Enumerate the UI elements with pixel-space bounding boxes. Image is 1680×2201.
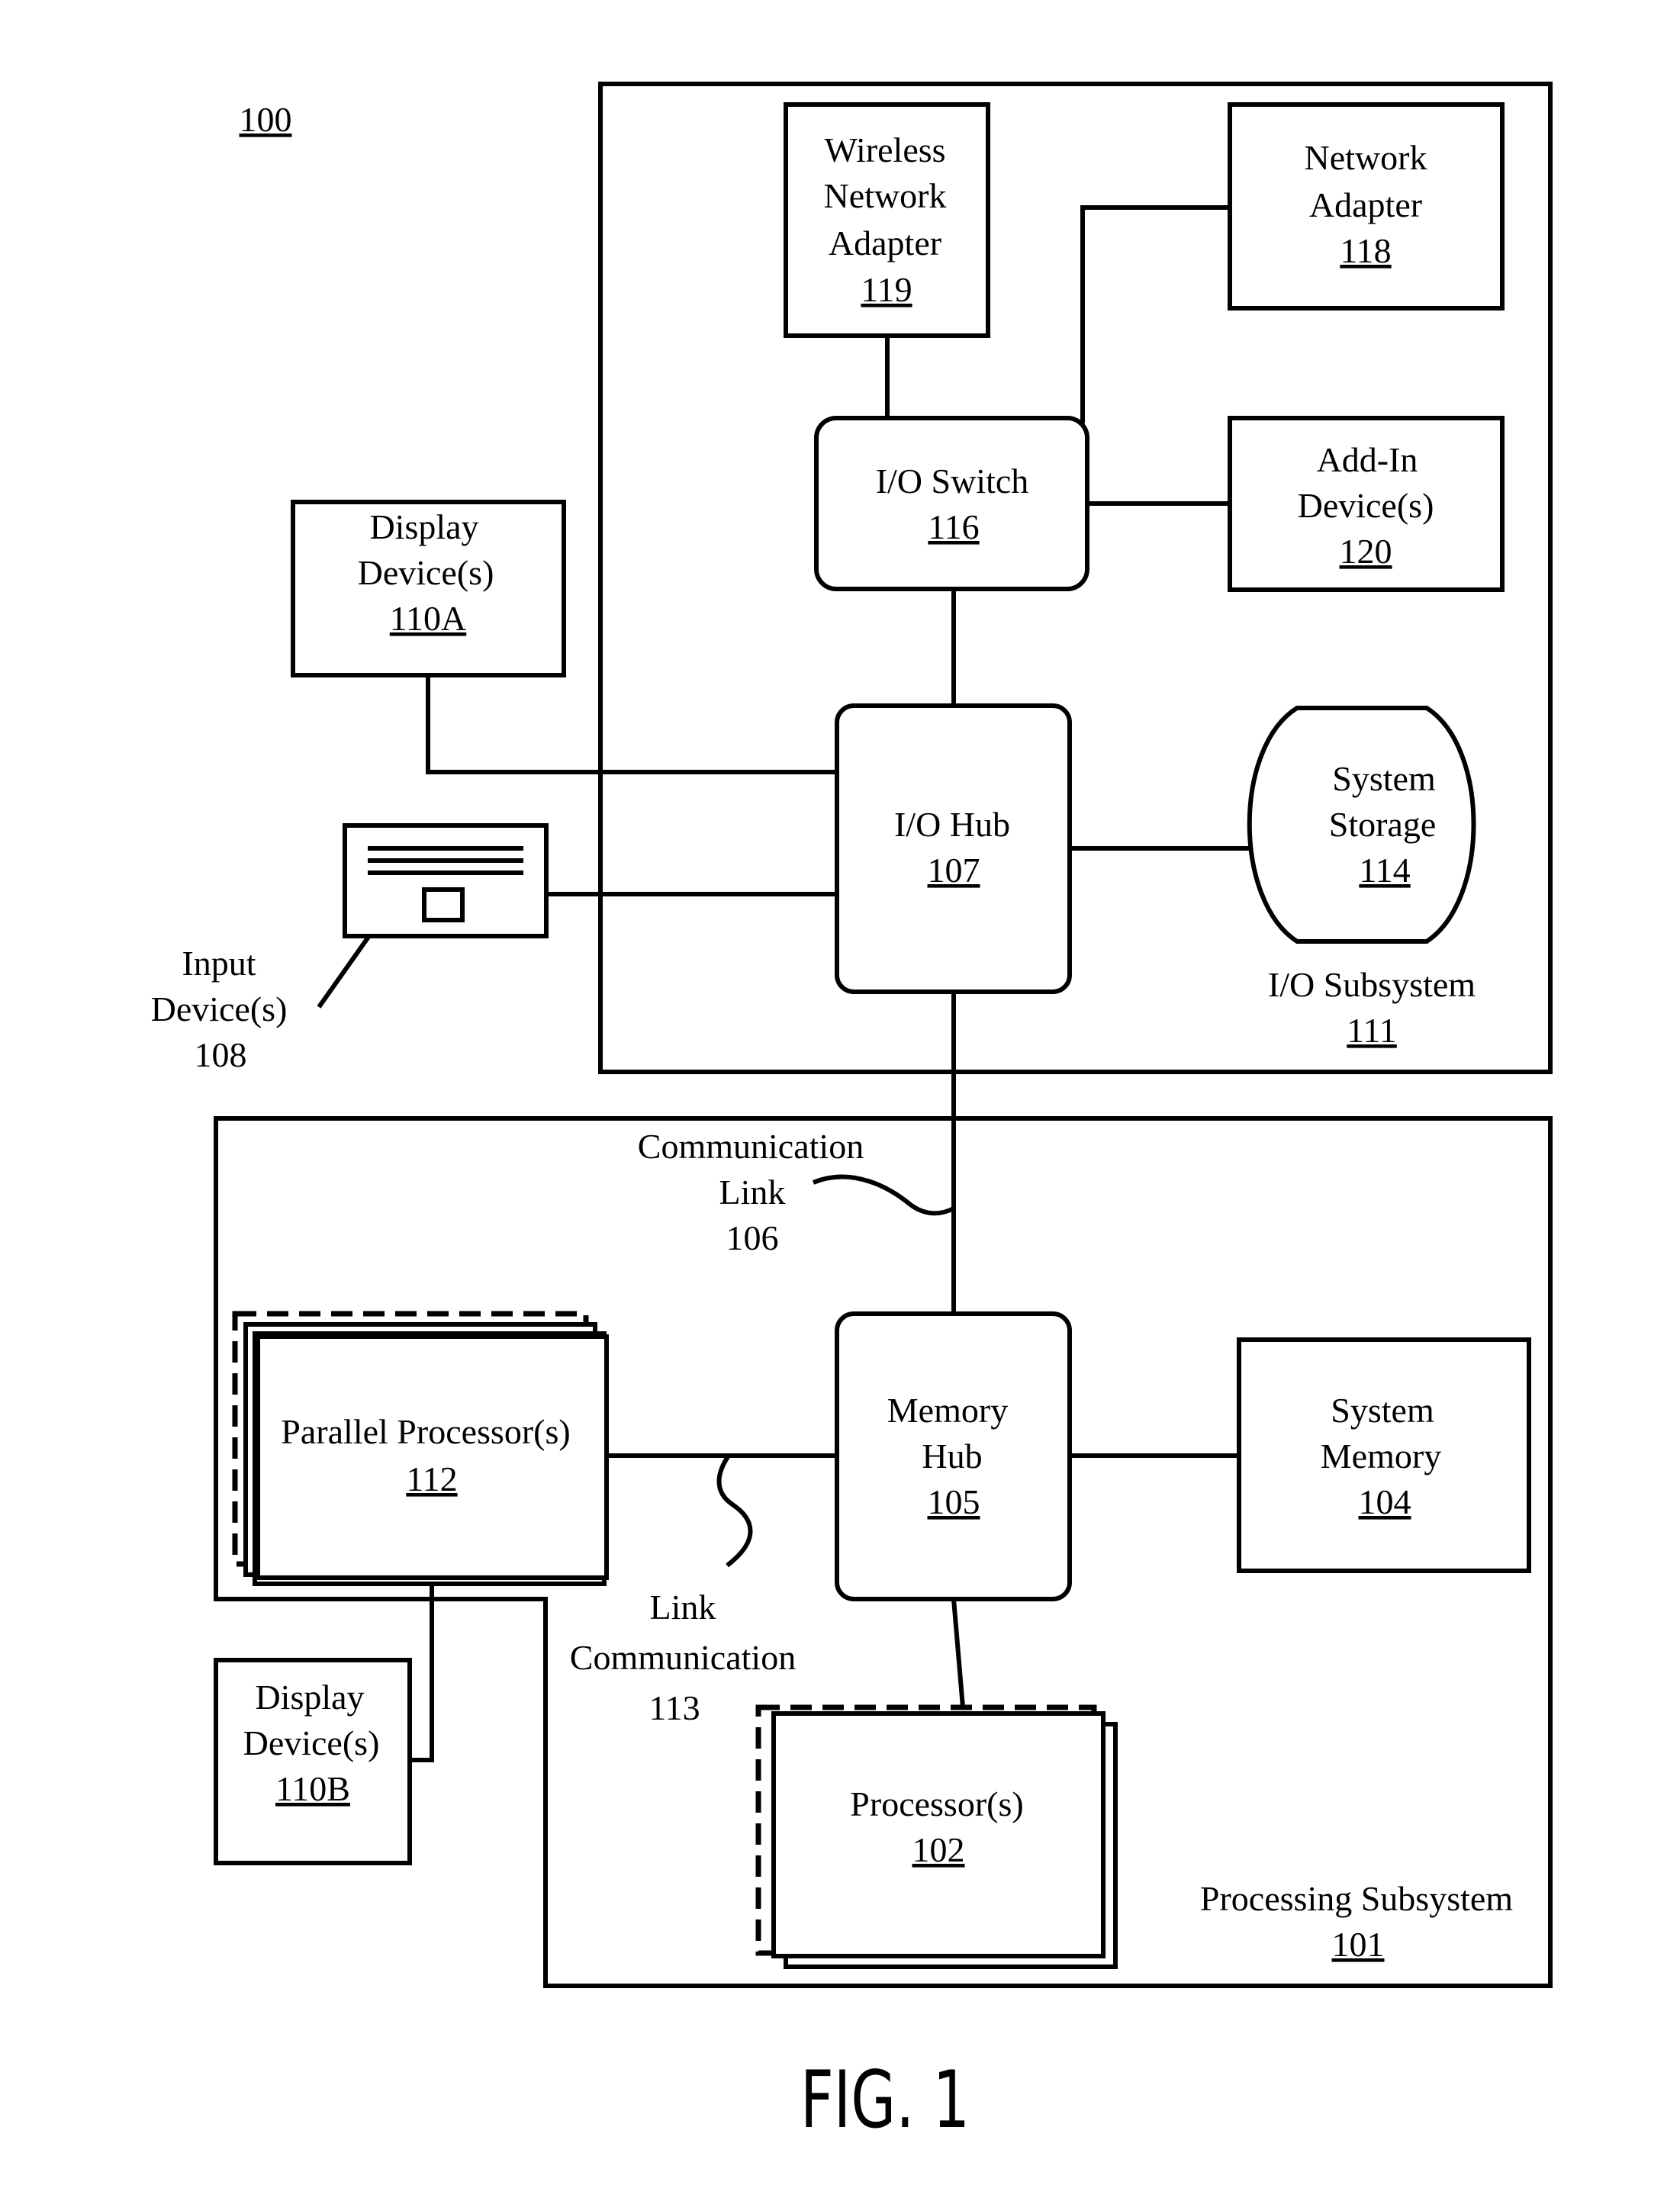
io-switch-label: I/O Switch	[876, 462, 1029, 500]
wire-parallel-to-display-b	[410, 1576, 432, 1760]
processing-subsystem-ref: 101	[1332, 1925, 1385, 1964]
communication-link-label-2: Link	[719, 1173, 786, 1212]
link-communication-label-2: Communication	[570, 1638, 796, 1677]
display-devices-a-label-2: Device(s)	[358, 553, 494, 592]
system-storage-label-1: System	[1332, 759, 1436, 798]
system-storage-ref: 114	[1359, 851, 1410, 890]
system-memory-ref: 104	[1359, 1482, 1411, 1521]
parallel-processors-box	[258, 1337, 607, 1578]
communication-link-ref: 106	[726, 1218, 779, 1257]
wire-memhub-to-processors	[954, 1599, 963, 1707]
memory-hub-ref: 105	[928, 1482, 980, 1521]
system-storage-label-2: Storage	[1329, 805, 1437, 844]
parallel-processors-label: Parallel Processor(s)	[281, 1412, 570, 1451]
input-devices-label-1: Input	[182, 944, 256, 983]
wireless-network-adapter-label-2: Network	[824, 176, 947, 215]
link-communication-label-1: Link	[650, 1588, 716, 1627]
network-adapter-ref: 118	[1340, 231, 1391, 270]
network-adapter-label-2: Adapter	[1309, 185, 1422, 224]
memory-hub-label-1: Memory	[887, 1391, 1008, 1430]
add-in-devices-ref: 120	[1340, 532, 1392, 571]
processors-ref: 102	[912, 1830, 965, 1869]
input-devices-label-2: Device(s)	[151, 989, 288, 1028]
system-memory-label-2: Memory	[1321, 1437, 1441, 1475]
keyboard-key	[424, 890, 462, 920]
wireless-network-adapter-label-3: Adapter	[829, 224, 941, 262]
add-in-devices-label-2: Device(s)	[1298, 486, 1434, 525]
figure-ref: 100	[240, 100, 292, 139]
wire-display-a-to-iohub	[428, 675, 837, 772]
io-subsystem-name: I/O Subsystem	[1268, 965, 1476, 1004]
io-subsystem-ref: 111	[1347, 1011, 1397, 1050]
display-devices-a-label-1: Display	[369, 507, 478, 546]
input-devices-ref: 108	[195, 1035, 247, 1074]
system-memory-label-1: System	[1331, 1391, 1434, 1430]
io-switch-ref: 116	[928, 507, 979, 546]
io-hub-box	[837, 706, 1070, 992]
parallel-processors-ref: 112	[406, 1459, 457, 1498]
network-adapter-label-1: Network	[1305, 138, 1427, 177]
memory-hub-label-2: Hub	[922, 1437, 982, 1475]
io-switch-box	[816, 418, 1087, 589]
wire-switch-to-network-adapter	[1083, 208, 1230, 423]
leader-link-communication	[719, 1456, 751, 1565]
add-in-devices-label-1: Add-In	[1317, 440, 1418, 479]
io-hub-ref: 107	[928, 851, 980, 890]
display-devices-b-label-2: Device(s)	[243, 1723, 380, 1762]
display-devices-b-ref: 110B	[275, 1769, 350, 1808]
leader-input-devices	[319, 937, 369, 1007]
display-devices-a-ref: 110A	[390, 599, 467, 638]
link-communication-ref: 113	[649, 1688, 700, 1727]
display-devices-b-label-1: Display	[255, 1678, 364, 1717]
wireless-network-adapter-ref: 119	[861, 270, 912, 309]
input-devices-icon	[345, 825, 546, 936]
communication-link-label-1: Communication	[638, 1127, 864, 1166]
processing-subsystem-name: Processing Subsystem	[1200, 1879, 1513, 1918]
io-hub-label: I/O Hub	[894, 805, 1010, 844]
wireless-network-adapter-label-1: Wireless	[824, 130, 945, 169]
processors-label: Processor(s)	[850, 1784, 1023, 1823]
figure-caption: FIG. 1	[800, 2055, 970, 2146]
leader-communication-link	[813, 1177, 954, 1214]
